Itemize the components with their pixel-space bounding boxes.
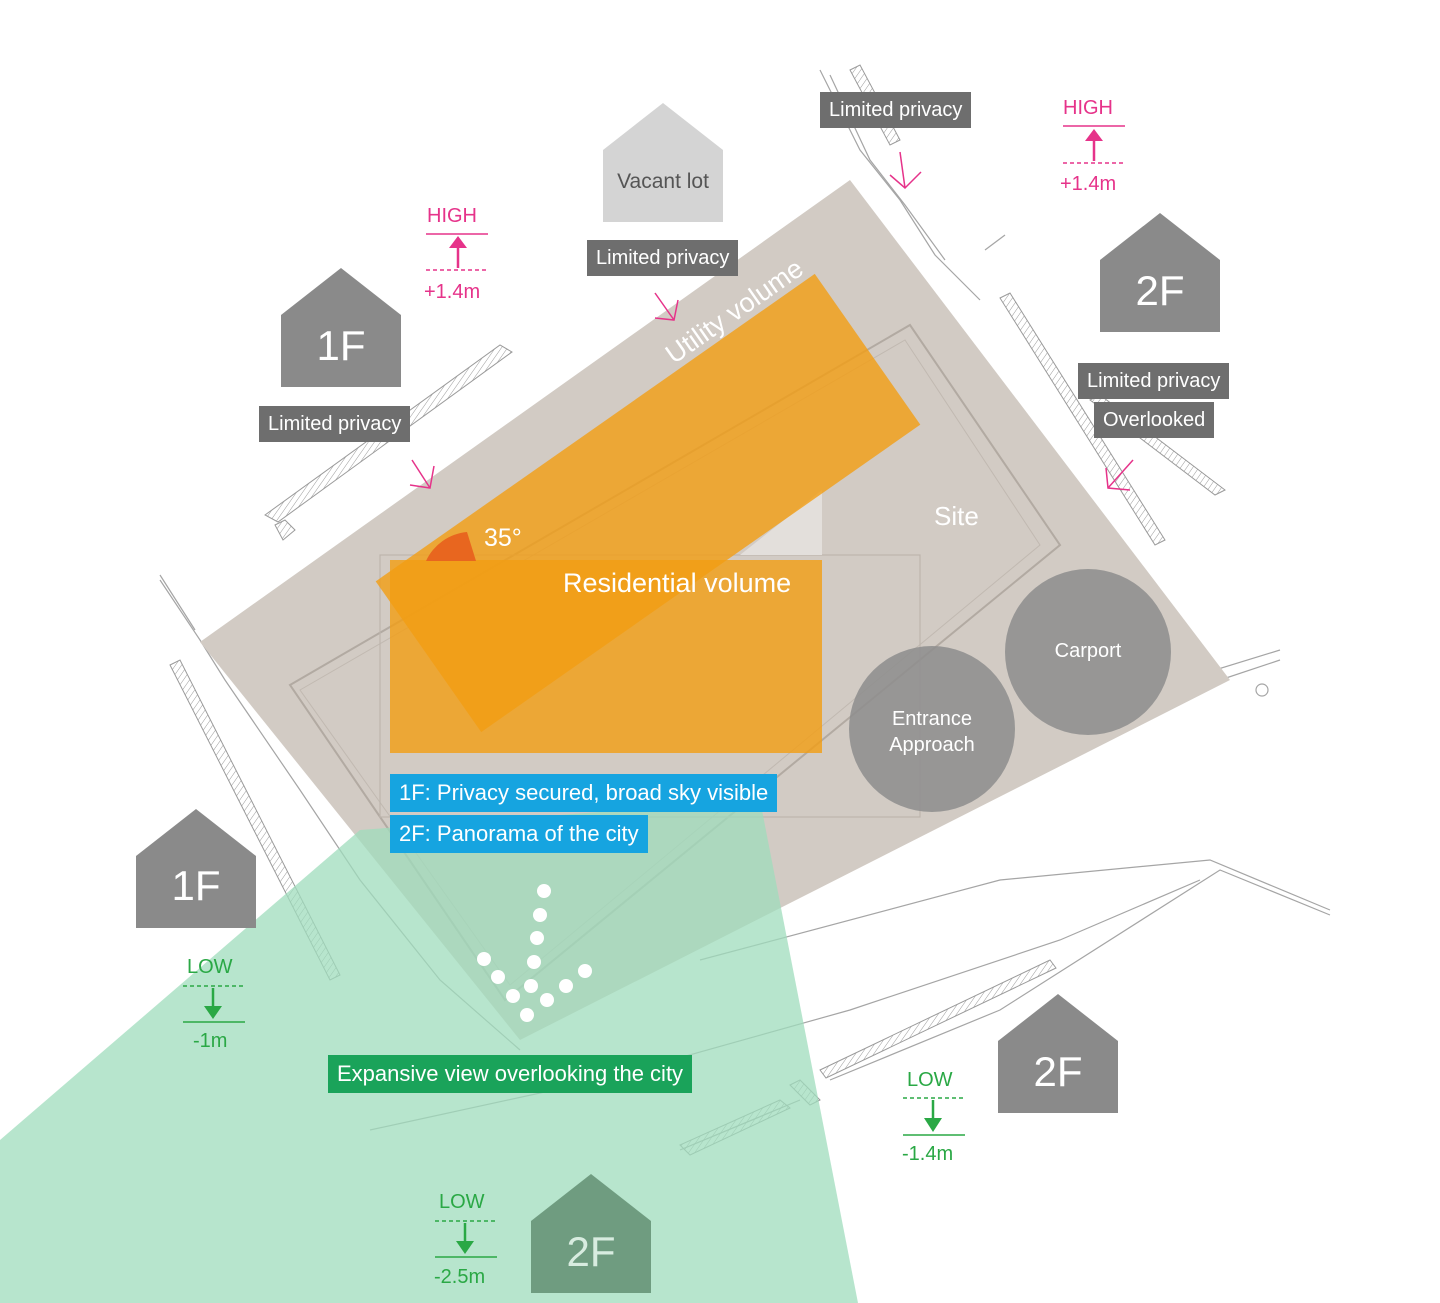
carport-label: Carport — [1054, 640, 1122, 662]
level-se-value: -1.4m — [902, 1143, 954, 1165]
view-dot — [527, 955, 541, 969]
house-vacant-lot — [603, 103, 723, 222]
privacy-tag-vacant: Limited privacy — [587, 240, 739, 276]
view-dot — [520, 1008, 534, 1022]
house-w-1f-label: 1F — [171, 862, 221, 909]
note-2f-panorama: 2F: Panorama of the city — [390, 815, 648, 853]
level-marker-ne — [1063, 125, 1125, 164]
view-dot — [530, 931, 544, 945]
house-w-1f — [136, 809, 256, 928]
level-marker-s — [435, 1220, 497, 1258]
house-nw-1f — [281, 268, 401, 387]
level-marker-w — [183, 985, 245, 1023]
house-ne-2f-label: 2F — [1135, 267, 1185, 314]
house-se-2f-label: 2F — [1033, 1048, 1083, 1095]
level-marker-nw — [426, 233, 488, 271]
view-dot — [533, 908, 547, 922]
vacant-lot-label: Vacant lot — [617, 170, 709, 193]
level-w-low: LOW — [187, 956, 233, 978]
angle-label: 35° — [484, 524, 522, 552]
view-dot — [537, 884, 551, 898]
house-nw-1f-label: 1F — [316, 322, 366, 369]
view-cone — [0, 800, 858, 1303]
note-expansive-view: Expansive view overlooking the city — [328, 1055, 693, 1093]
view-dot — [540, 993, 554, 1007]
note-1f-privacy: 1F: Privacy secured, broad sky visible — [390, 774, 778, 812]
level-ne-value: +1.4m — [1060, 173, 1117, 195]
level-nw-high: HIGH — [427, 205, 477, 227]
angle-wedge — [426, 532, 476, 561]
house-ne-2f — [1100, 213, 1220, 332]
privacy-arrows — [409, 151, 1134, 491]
residential-volume-label: Residential volume — [563, 568, 792, 598]
house-s-2f-label: 2F — [566, 1228, 616, 1275]
privacy-tag-east-limited: Limited privacy — [1078, 363, 1230, 399]
entrance-label-line1: Entrance — [891, 708, 973, 730]
house-se-2f — [998, 994, 1118, 1113]
level-nw-value: +1.4m — [424, 281, 481, 303]
level-ne-high: HIGH — [1063, 97, 1113, 119]
residential-volume — [390, 560, 822, 753]
level-se-low: LOW — [907, 1069, 953, 1091]
carport-circle — [1005, 569, 1171, 735]
view-dot — [477, 952, 491, 966]
view-dot — [559, 979, 573, 993]
view-dot — [524, 979, 538, 993]
site-label: Site — [934, 501, 979, 531]
view-direction-dots — [477, 884, 592, 1022]
level-marker-se — [903, 1097, 965, 1136]
level-w-value: -1m — [193, 1030, 228, 1052]
view-dot — [578, 964, 592, 978]
entrance-approach-circle — [849, 646, 1015, 812]
entrance-label-line2: Approach — [889, 734, 975, 756]
view-dot — [491, 970, 505, 984]
houses — [136, 103, 1220, 1293]
privacy-tag-northwest: Limited privacy — [259, 406, 411, 442]
privacy-tag-east-overlooked: Overlooked — [1094, 402, 1215, 438]
house-s-2f — [531, 1174, 651, 1293]
level-s-low: LOW — [439, 1191, 485, 1213]
level-s-value: -2.5m — [434, 1266, 486, 1288]
view-dot — [506, 989, 520, 1003]
privacy-tag-north: Limited privacy — [820, 92, 972, 128]
